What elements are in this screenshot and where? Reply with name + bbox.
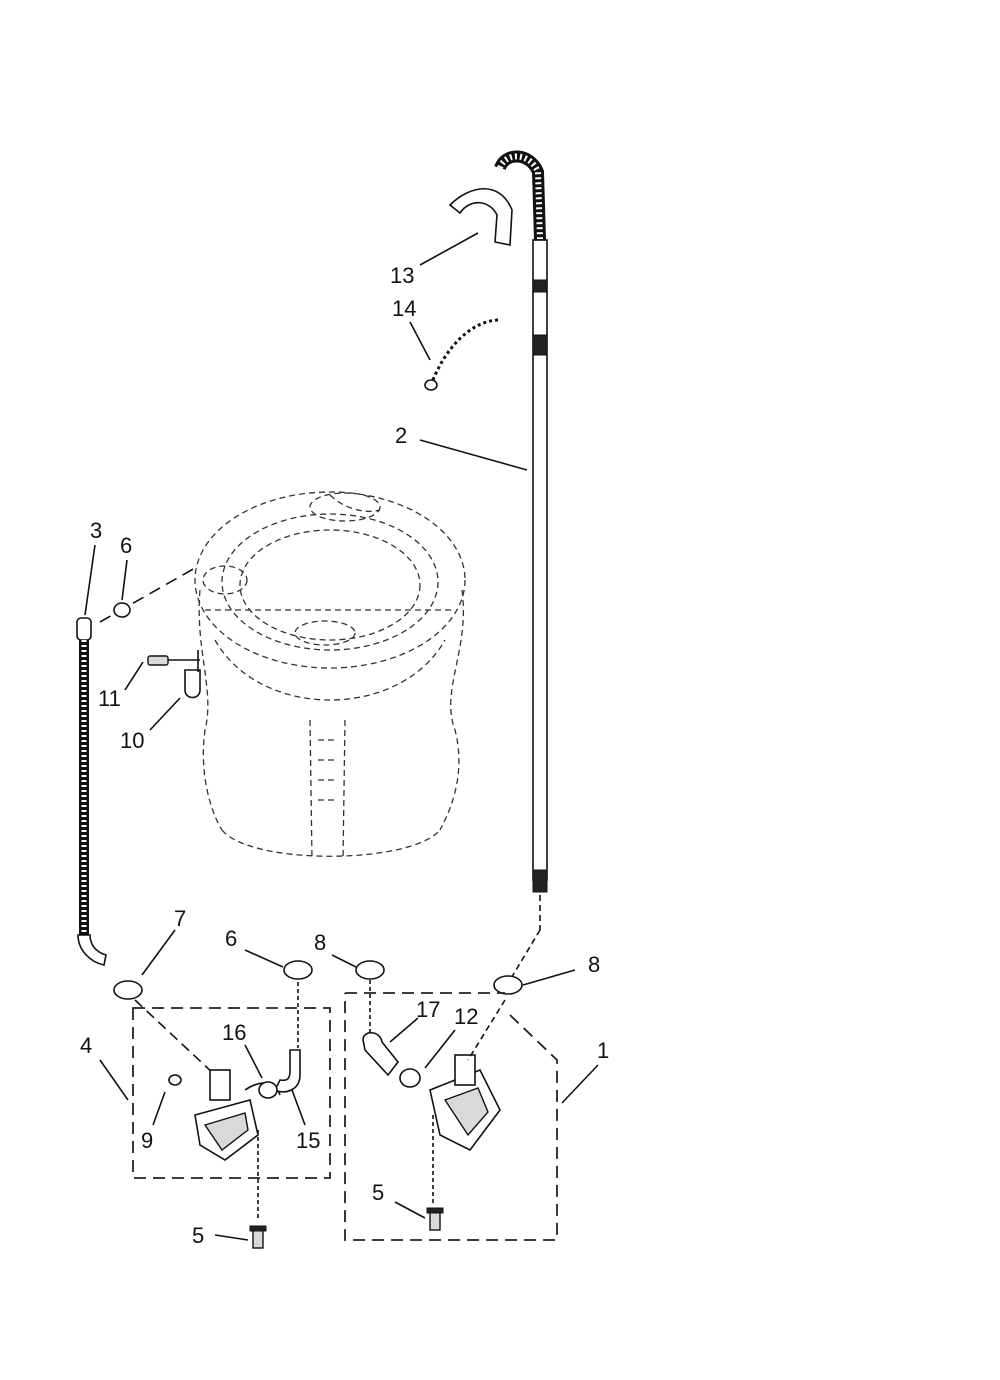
callout-15: 15	[296, 1128, 320, 1153]
hose-clamp	[113, 980, 143, 1000]
callout-4: 4	[80, 1033, 92, 1058]
callout-8: 8	[314, 930, 326, 955]
callout-6: 6	[120, 533, 132, 558]
hose-clamp	[113, 602, 131, 618]
hose-clip	[448, 187, 513, 246]
callout-14: 14	[392, 296, 416, 321]
pump-hose	[76, 567, 196, 966]
callout-11: 11	[98, 686, 121, 711]
callout-9: 9	[141, 1128, 153, 1153]
screw	[426, 1207, 444, 1231]
drain-hose	[494, 150, 548, 981]
callout-3: 3	[90, 518, 102, 543]
callout-16: 16	[222, 1020, 246, 1045]
hose-clamp	[493, 975, 523, 995]
callout-12: 12	[454, 1004, 478, 1029]
callout-labels: 13 14 2 3 6 11 10 7 6 8 8 4 16 9 15 17 1…	[80, 263, 609, 1248]
leader-lines	[84, 232, 599, 1241]
pump-assembly-right	[344, 980, 558, 1241]
callout-13: 13	[390, 263, 414, 288]
callout-5: 5	[372, 1180, 384, 1205]
pump-assembly-left	[132, 982, 331, 1220]
callout-17: 17	[416, 997, 440, 1022]
callout-1: 1	[597, 1038, 609, 1063]
callout-7: 7	[174, 906, 186, 931]
hose-clamp	[283, 960, 313, 980]
hose-clamp	[355, 960, 385, 980]
callout-2: 2	[395, 423, 407, 448]
callout-5: 5	[192, 1223, 204, 1248]
callout-8: 8	[588, 952, 600, 977]
callout-6: 6	[225, 926, 237, 951]
tub-outline	[194, 491, 466, 861]
screw	[249, 1225, 267, 1249]
tie-strap	[424, 318, 501, 391]
callout-10: 10	[120, 728, 144, 753]
hose-bracket	[184, 650, 201, 699]
screw	[147, 655, 200, 666]
